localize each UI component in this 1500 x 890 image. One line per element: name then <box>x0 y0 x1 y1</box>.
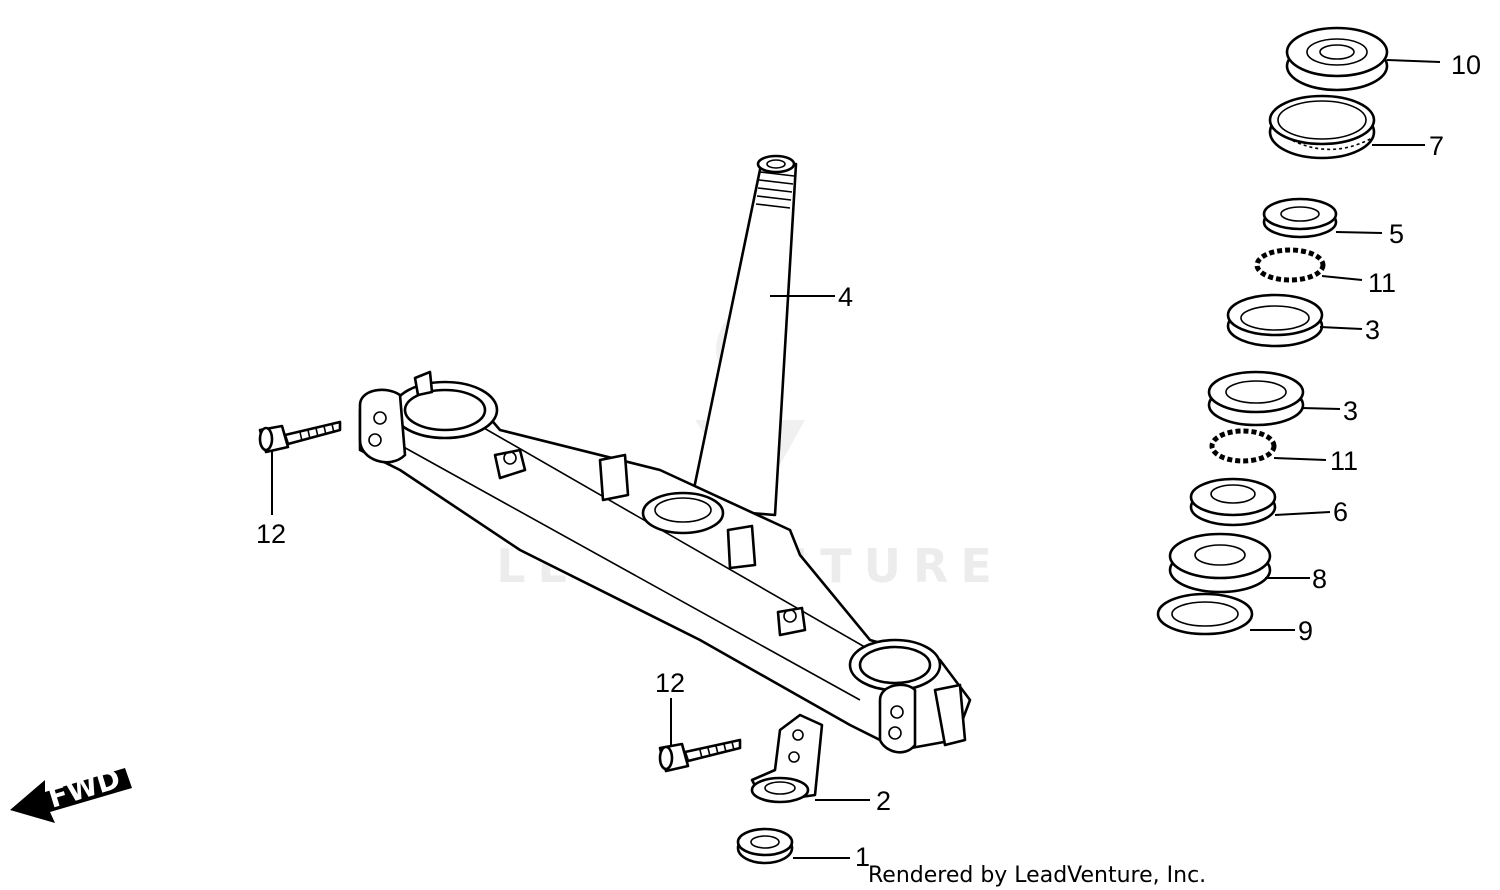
fwd-arrow-icon <box>10 768 132 823</box>
grommet <box>736 827 794 865</box>
cone-race-lower <box>1207 370 1305 427</box>
dust-seal <box>1168 532 1272 594</box>
steering-stem <box>688 154 798 517</box>
callout-2: 2 <box>876 786 891 816</box>
adjusting-nut <box>1285 26 1389 92</box>
dust-seal-ring <box>1268 94 1376 160</box>
triple-clamp <box>358 370 972 754</box>
steel-balls-upper <box>1254 247 1326 283</box>
fwd-label: FWD <box>44 762 124 815</box>
callout-8: 8 <box>1312 564 1327 594</box>
callout-7: 7 <box>1429 131 1444 161</box>
callouts: 10 7 5 11 3 3 11 6 8 9 4 12 12 2 1 <box>256 50 1481 872</box>
callout-3-upper: 3 <box>1365 315 1380 345</box>
flange-bolt-left <box>258 420 342 454</box>
washer <box>1156 592 1254 636</box>
render-credit: Rendered by LeadVenture, Inc. <box>868 863 1206 888</box>
upper-race <box>1262 197 1338 239</box>
callout-1: 1 <box>855 842 870 872</box>
callout-3-lower: 3 <box>1343 396 1358 426</box>
fwd-indicator: FWD <box>10 762 132 823</box>
steel-balls-lower <box>1209 428 1277 464</box>
cone-race-upper <box>1226 293 1324 348</box>
callout-4: 4 <box>838 282 853 312</box>
callout-6: 6 <box>1333 497 1348 527</box>
callout-9: 9 <box>1298 616 1313 646</box>
callout-12-lower: 12 <box>655 668 685 698</box>
callout-11-lower: 11 <box>1330 446 1358 476</box>
bearing-stack <box>1156 26 1389 636</box>
callout-11-upper: 11 <box>1368 268 1396 298</box>
lower-race <box>1189 477 1277 527</box>
bracket <box>750 713 824 804</box>
leader-lines <box>271 59 1441 859</box>
callout-12-left: 12 <box>256 519 286 549</box>
callout-10: 10 <box>1451 50 1481 80</box>
callout-5: 5 <box>1389 219 1404 249</box>
flange-bolt-lower <box>658 738 742 773</box>
